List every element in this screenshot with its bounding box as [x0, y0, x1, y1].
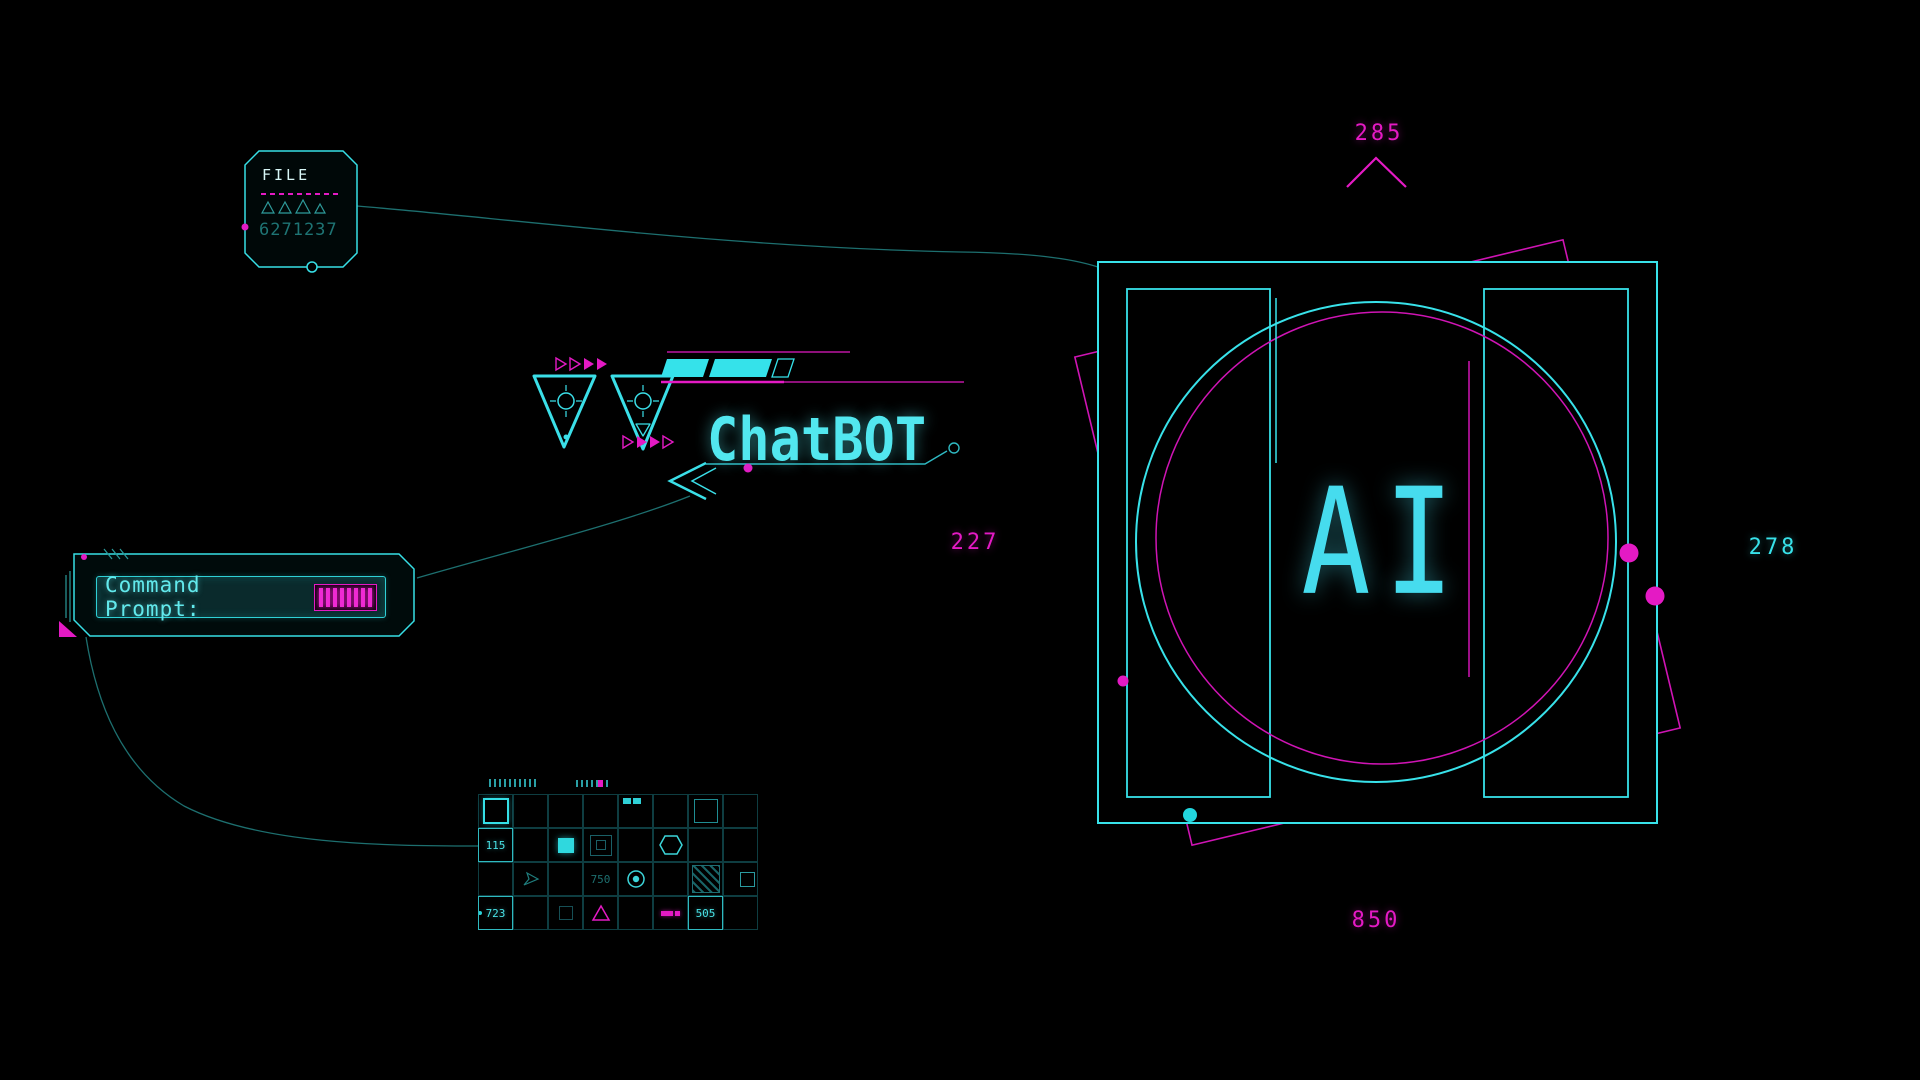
- command-prompt-label: Command Prompt:: [105, 573, 201, 621]
- magenta-node-dot: [1645, 586, 1665, 606]
- grid-tile[interactable]: [723, 794, 758, 828]
- grid-tile[interactable]: [653, 794, 688, 828]
- magenta-node-dot: [241, 223, 249, 231]
- file-panel-frame: [241, 150, 358, 273]
- magenta-ring: [1155, 311, 1609, 765]
- grid-tile[interactable]: [618, 896, 653, 930]
- target-icon: [626, 870, 645, 888]
- magenta-node-dot: [743, 463, 753, 473]
- triangle-icons: [260, 198, 327, 214]
- chatbot-title: ChatBOT: [707, 406, 927, 475]
- grid-tile[interactable]: [653, 862, 688, 896]
- hud-value-right: 278: [1748, 535, 1798, 560]
- banner-tail-chevron: [667, 461, 707, 501]
- ruler-ticks: [489, 779, 537, 787]
- grid-tile-bars[interactable]: [653, 896, 688, 930]
- small-square-icon: [740, 871, 755, 887]
- double-square-icon: [589, 834, 612, 856]
- file-serial-number: 6271237: [259, 220, 338, 240]
- magenta-node-dot: [1619, 543, 1639, 563]
- magenta-node-dot: [1117, 675, 1129, 687]
- grid-tile[interactable]: [583, 794, 618, 828]
- tile-value: 115: [485, 838, 506, 852]
- grid-tile[interactable]: [478, 862, 513, 896]
- node-dot: [306, 261, 318, 273]
- chatbot-emblems: [532, 374, 675, 451]
- chatbot-bars: [661, 351, 964, 384]
- grid-tile-plane[interactable]: [513, 862, 548, 896]
- ruler-tick-magenta: [598, 780, 603, 787]
- square-icon: [482, 798, 509, 824]
- grid-tile[interactable]: [548, 794, 583, 828]
- mini-squares-icon: [623, 798, 641, 804]
- grid-tile-small-square[interactable]: [548, 896, 583, 930]
- hud-value-left: 227: [950, 530, 1000, 555]
- grid-tile-hexagon[interactable]: [653, 828, 688, 862]
- grid-tile[interactable]: [688, 828, 723, 862]
- grid-tile-double-square[interactable]: [583, 828, 618, 862]
- left-bracket: [1126, 288, 1271, 798]
- module-grid: 115 750 723 505: [478, 794, 758, 930]
- file-panel-title: FILE: [262, 166, 311, 184]
- grid-tile-square[interactable]: [688, 794, 723, 828]
- cyan-node-dot: [1183, 808, 1197, 822]
- grid-tile[interactable]: [513, 828, 548, 862]
- small-square-icon: [558, 906, 573, 920]
- grid-tile[interactable]: [723, 896, 758, 930]
- tile-value: 723: [485, 906, 506, 920]
- ruler-ticks: [576, 780, 610, 787]
- grid-tile[interactable]: [513, 896, 548, 930]
- hud-value-bottom: 850: [1351, 908, 1401, 933]
- right-bracket: [1483, 288, 1629, 798]
- grid-tile-triangle[interactable]: [583, 896, 618, 930]
- grid-tile-value[interactable]: 723: [478, 896, 513, 930]
- circuit-node: [948, 442, 960, 454]
- grid-tile-hatch[interactable]: [688, 862, 723, 896]
- tile-value: 505: [695, 906, 716, 920]
- square-icon: [693, 799, 718, 823]
- grid-tile[interactable]: [513, 794, 548, 828]
- magenta-bars-icon: [661, 910, 680, 916]
- chatbot-arrow-icons: [555, 356, 675, 450]
- grid-tile-small-square[interactable]: [723, 862, 758, 896]
- ai-panel: AI: [1098, 262, 1657, 823]
- chevron-up-icon: [1346, 156, 1407, 188]
- ai-panel-label: AI: [1301, 456, 1468, 629]
- grid-tile-value[interactable]: 505: [688, 896, 723, 930]
- cyan-node-dot: [478, 911, 482, 915]
- hud-value-top: 285: [1354, 121, 1404, 146]
- ai-frame: [1073, 238, 1682, 847]
- grid-tile-minisquares[interactable]: [618, 794, 653, 828]
- triangle-icon: [591, 904, 610, 921]
- tile-value: 750: [590, 872, 611, 886]
- grid-tile[interactable]: [723, 828, 758, 862]
- file-panel[interactable]: FILE 6271237: [245, 151, 357, 267]
- hatch-pattern-icon: [691, 865, 720, 893]
- grid-tile-value[interactable]: 115: [478, 828, 513, 862]
- grid-tile[interactable]: [618, 828, 653, 862]
- hexagon-icon: [658, 835, 683, 855]
- grid-tile-value[interactable]: 750: [583, 862, 618, 896]
- ai-outer-square: [1097, 261, 1658, 824]
- magenta-node-dot: [81, 554, 87, 560]
- chatbot-circuit: [667, 442, 960, 501]
- paper-plane-icon: [523, 871, 539, 886]
- cursor-bars: [314, 583, 377, 611]
- filled-square-icon: [557, 837, 574, 853]
- grid-tile-filled-square[interactable]: [548, 828, 583, 862]
- corner-triangle: [59, 621, 77, 637]
- cyan-ring: [1135, 301, 1617, 783]
- command-prompt-input[interactable]: Command Prompt:: [96, 573, 386, 621]
- grid-tile[interactable]: [548, 862, 583, 896]
- grid-tile-square[interactable]: [478, 794, 513, 828]
- grid-tile-target[interactable]: [618, 862, 653, 896]
- hatch-marks: [103, 548, 129, 560]
- connector-lines: [85, 205, 1099, 847]
